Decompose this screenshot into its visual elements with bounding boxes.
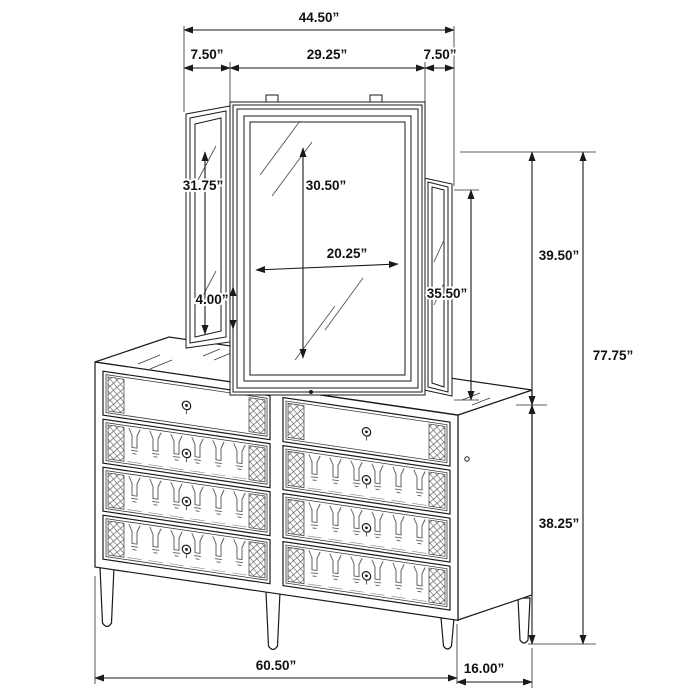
right-panel-glass-marks (433, 239, 445, 306)
dim-label-left-panel-width: 7.50” (190, 47, 223, 62)
dresser-foot-front-right (440, 617, 455, 650)
dimension-annotations: 44.50” 7.50” 29.25” 7.50” 31.75” 30.50” … (94, 8, 635, 688)
dim-label-mirror-overall-height: 39.50” (539, 248, 580, 263)
dim-center-glass-height: 30.50” (299, 147, 348, 359)
dim-dresser-height: 38.25” (528, 404, 581, 645)
mirror-left-panel (185, 105, 231, 349)
dresser-foot-front-left (99, 566, 115, 628)
dim-label-dresser-depth: 16.00” (464, 661, 505, 676)
mirror-base-pin (309, 390, 313, 394)
dim-mirror-assembly-width: 44.50” (183, 8, 455, 186)
dim-overall-height: 77.75” (528, 151, 635, 645)
dim-label-dresser-width: 60.50” (256, 658, 297, 673)
dresser-side-panel (457, 389, 533, 621)
mirror-assembly (185, 94, 453, 397)
dim-label-panel-offset: 4.00” (195, 292, 228, 307)
dim-label-overall-height: 77.75” (593, 348, 634, 363)
side-panel-knob (464, 456, 470, 462)
dim-label-dresser-height: 38.25” (539, 516, 580, 531)
dim-right-panel-height: 35.50” (425, 189, 479, 401)
dim-dresser-width: 60.50” (94, 576, 458, 684)
mirror-clip-left (265, 94, 279, 103)
dim-label-left-panel-height: 31.75” (183, 178, 224, 193)
mirror-center (229, 101, 426, 396)
dim-dresser-depth: 16.00” (456, 648, 533, 688)
dim-label-right-panel-width: 7.50” (423, 47, 456, 62)
dim-label-center-glass-width: 20.25” (327, 246, 368, 261)
dim-label-mirror-assembly-width: 44.50” (299, 10, 340, 25)
mirror-clip-right (369, 94, 383, 103)
dim-panel-offset: 4.00” (193, 286, 237, 330)
center-glass-marks (259, 120, 364, 361)
dim-label-right-panel-height: 35.50” (427, 286, 468, 301)
dresser-foot-front-middle (265, 591, 281, 651)
dim-label-center-width: 29.25” (307, 47, 348, 62)
dresser-foot-rear-right (517, 597, 531, 644)
dim-mirror-overall-height: 39.50” (460, 151, 596, 406)
dim-left-panel-height: 31.75” (181, 151, 225, 335)
dim-label-center-glass-height: 30.50” (306, 178, 347, 193)
mirror-right-panel (423, 177, 453, 397)
dim-mirror-panel-widths: 7.50” 29.25” 7.50” (183, 45, 459, 102)
dim-center-glass-width: 20.25” (255, 244, 399, 274)
